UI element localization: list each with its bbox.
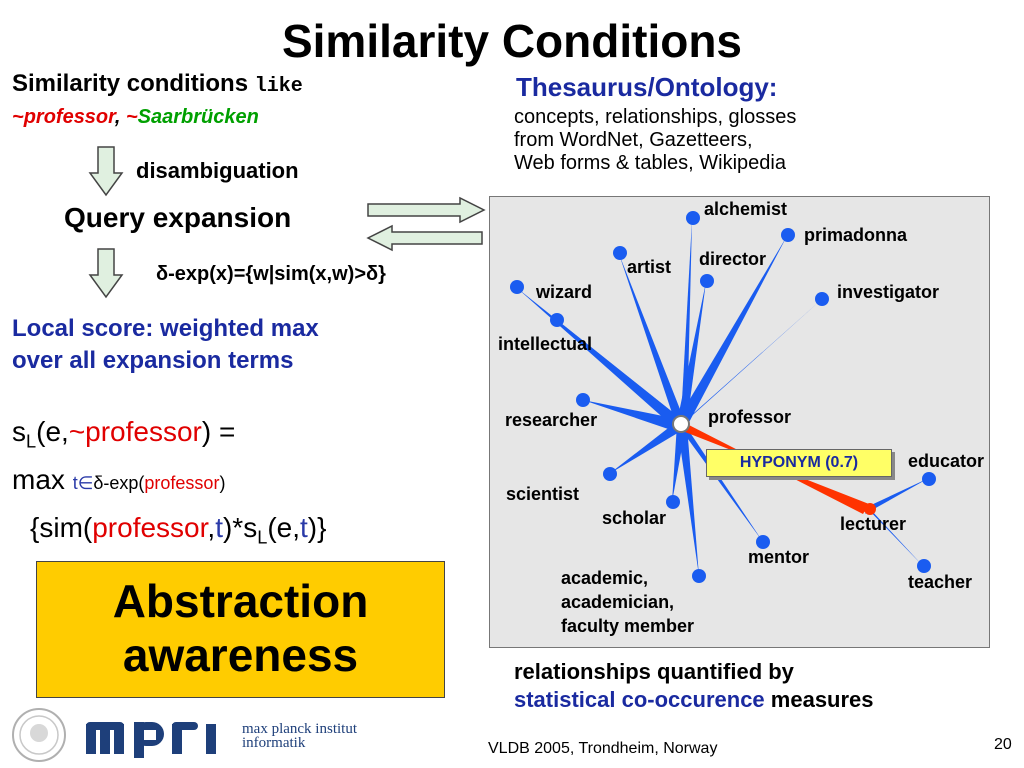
node-mentor: mentor [748, 547, 810, 567]
term-saarbruecken: Saarbrücken [137, 106, 259, 128]
term-professor: professor [23, 106, 115, 128]
local-score-text: Local score: weighted max over all expan… [12, 313, 319, 377]
node-scientist: scientist [506, 484, 580, 504]
node-artist: artist [627, 257, 672, 277]
formula-line3: {sim(professor,t)*sL(e,t)} [30, 512, 327, 548]
node-teacher: teacher [908, 572, 973, 592]
node-primadonna: primadonna [804, 225, 908, 245]
page-number: 20 [994, 736, 1012, 753]
exchange-arrows-icon [366, 196, 486, 252]
node-alchemist: alchemist [704, 199, 788, 219]
query-expansion-label: Query expansion [64, 202, 292, 233]
mpi-logo [86, 722, 216, 758]
down-arrow-icon [88, 146, 124, 197]
relationships-caption: relationships quantified by statistical … [514, 659, 874, 712]
mpi-logo-text: max planck institut informatik [242, 721, 357, 751]
thesaurus-title: Thesaurus/Ontology: [516, 72, 778, 102]
ontology-graph-panel [489, 196, 990, 648]
local-score-line2: over all expansion terms [12, 347, 294, 374]
down-arrow-icon [88, 248, 124, 299]
node-professor: professor [708, 407, 792, 427]
delta-exp-formula: δ-exp(x)={w|sim(x,w)>δ} [156, 263, 386, 285]
hyponym-badge: HYPONYM (0.7) [706, 449, 892, 477]
formula-line1: sL(e,~professor) = [12, 416, 236, 452]
minerva-seal-logo [12, 708, 66, 762]
local-score-line1: Local score: weighted max [12, 315, 319, 342]
node-educator: educator [908, 451, 985, 471]
node-investigator: investigator [837, 282, 940, 302]
abstraction-awareness-box: Abstraction awareness [36, 561, 445, 698]
heading-like-keyword: like [254, 75, 303, 98]
heading-text: Similarity conditions [12, 70, 255, 97]
node-intellectual: intellectual [498, 334, 593, 354]
disambiguation-label: disambiguation [136, 158, 299, 183]
node-director: director [699, 249, 767, 269]
slide-title: Similarity Conditions [281, 15, 743, 67]
ontology-graph [510, 211, 936, 583]
footer-conference: VLDB 2005, Trondheim, Norway [488, 740, 718, 757]
node-lecturer: lecturer [840, 514, 907, 534]
similarity-heading: Similarity conditions like [12, 70, 303, 98]
node-academic: academic, academician, faculty member [561, 568, 695, 636]
thesaurus-description: concepts, relationships, glosses from Wo… [514, 106, 797, 174]
formula-line2: max t∈δ-exp(professor) [12, 464, 226, 495]
node-wizard: wizard [536, 282, 593, 302]
node-scholar: scholar [602, 508, 667, 528]
node-researcher: researcher [505, 410, 598, 430]
similarity-terms: ~professor, ~Saarbrücken [12, 106, 259, 128]
